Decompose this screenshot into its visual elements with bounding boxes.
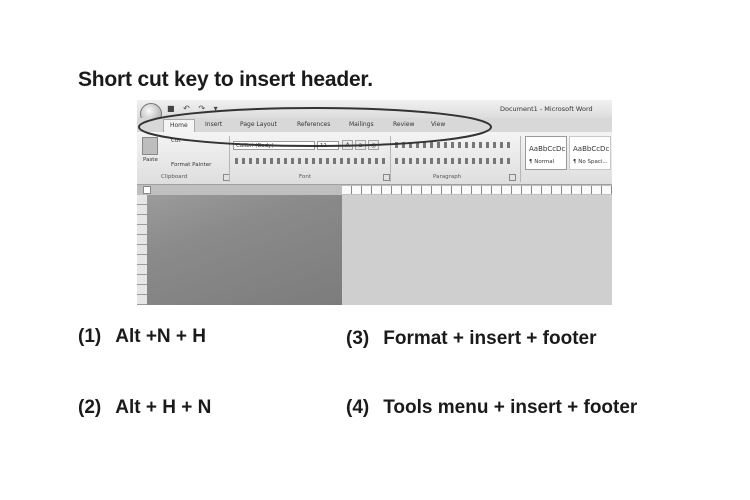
font-launcher-icon[interactable] [383,174,390,181]
shrink-font-icon[interactable]: a [355,140,366,150]
tab-references[interactable]: References [297,121,331,128]
style-preview: AaBbCcDc [573,145,610,153]
ribbon-tabs: Home Insert Page Layout References Maili… [137,118,612,132]
option-number: (4) [346,397,370,418]
style-preview: AaBbCcDc [529,145,566,153]
option-number: (3) [346,328,370,349]
paste-label[interactable]: Paste [143,157,158,163]
tab-insert[interactable]: Insert [205,121,223,128]
tab-mailings[interactable]: Mailings [349,121,374,128]
cut-button[interactable]: Cut [171,138,181,144]
tab-review[interactable]: Review [393,121,415,128]
style-name: ¶ No Spaci... [573,159,608,165]
group-divider [520,136,521,182]
list-buttons[interactable] [395,142,510,148]
document-page[interactable] [147,195,342,305]
style-name: ¶ Normal [529,159,555,165]
font-group-label: Font [299,174,311,180]
clear-formatting-icon[interactable]: ◎ [368,140,379,150]
clipboard-group-label: Clipboard [161,174,188,180]
option-text: Alt + H + N [115,397,212,418]
option-number: (2) [78,397,102,418]
option-text: Format + insert + footer [383,328,597,349]
group-divider [390,136,391,182]
option-4[interactable]: (4) Tools menu + insert + footer [346,397,637,419]
grow-font-icon[interactable]: A [342,140,353,150]
option-2[interactable]: (2) Alt + H + N [78,397,211,419]
vertical-ruler[interactable] [137,195,147,305]
option-text: Alt +N + H [115,326,207,347]
font-size-select[interactable]: 11 [317,141,339,150]
paragraph-launcher-icon[interactable] [509,174,516,181]
tab-view[interactable]: View [431,121,446,128]
question-title: Short cut key to insert header. [78,68,373,91]
window-title: Document1 - Microsoft Word [500,105,593,113]
font-format-buttons[interactable] [235,158,385,164]
tab-page-layout[interactable]: Page Layout [240,121,277,128]
alignment-buttons[interactable] [395,158,510,164]
option-number: (1) [78,326,102,347]
word-screenshot: ■ ↶ ↷ ▾ Document1 - Microsoft Word Home … [137,100,612,305]
ribbon: Paste Cut Format Painter Clipboard Calib… [137,132,612,185]
paste-icon[interactable] [142,137,158,155]
option-1[interactable]: (1) Alt +N + H [78,326,206,348]
quick-access-toolbar[interactable]: ■ ↶ ↷ ▾ [167,104,221,113]
style-normal[interactable]: AaBbCcDc ¶ Normal [525,136,567,170]
style-no-spacing[interactable]: AaBbCcDc ¶ No Spaci... [569,136,611,170]
font-name-select[interactable]: Calibri (Body) [233,141,315,150]
horizontal-ruler[interactable] [342,186,612,194]
format-painter-button[interactable]: Format Painter [171,162,212,168]
paragraph-group-label: Paragraph [433,174,462,180]
option-text: Tools menu + insert + footer [383,397,638,418]
group-divider [229,136,230,182]
tab-home[interactable]: Home [163,119,195,132]
option-3[interactable]: (3) Format + insert + footer [346,328,597,350]
tab-selector-icon[interactable] [143,186,151,194]
title-bar: ■ ↶ ↷ ▾ Document1 - Microsoft Word [137,100,612,118]
